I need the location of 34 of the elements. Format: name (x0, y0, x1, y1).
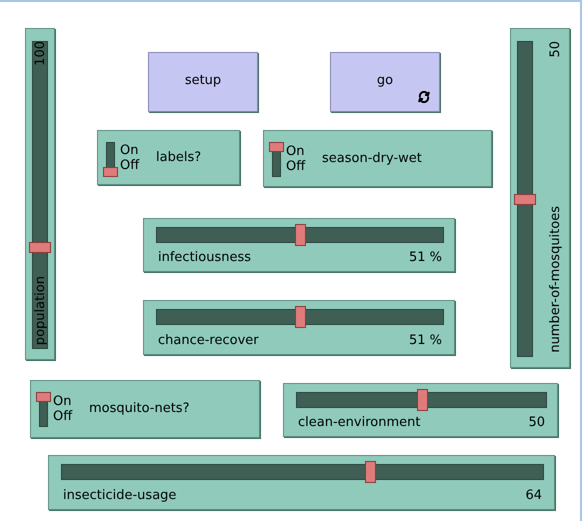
switch-on-label: On (286, 144, 304, 158)
slider (283, 383, 558, 437)
slider-value: 64 (525, 488, 542, 503)
slider-label: chance-recover (158, 333, 259, 348)
switch-on-label: On (53, 394, 72, 409)
switch-off-label: Off (120, 158, 140, 172)
slider-label: insecticide-usage (63, 488, 176, 503)
button-label: setup (184, 73, 222, 88)
slider (510, 28, 570, 368)
slider-label: clean-environment (298, 415, 420, 430)
switch-label: labels? (156, 150, 202, 164)
slider (143, 300, 455, 355)
switch (97, 130, 240, 185)
slider-value: 50 (528, 415, 545, 430)
switch (263, 130, 492, 187)
switch-off-label: Off (286, 158, 306, 174)
slider-label: population (33, 276, 48, 345)
slider-value: 50 (548, 41, 563, 58)
slider-value: 51 % (408, 333, 442, 348)
slider (25, 28, 55, 360)
switch-label: season-dry-wet (322, 150, 422, 166)
switch (30, 380, 260, 438)
slider-label: number-of-mosquitoes (548, 206, 563, 353)
button (148, 52, 258, 112)
slider (48, 455, 555, 510)
switch-label: mosquito-nets? (89, 401, 190, 416)
slider (143, 218, 455, 272)
button (330, 52, 440, 112)
switch-on-label: On (120, 142, 138, 158)
slider-value: 51 % (408, 250, 442, 265)
slider-label: infectiousness (158, 250, 252, 265)
slider-value: 100 (33, 41, 48, 66)
switch-off-label: Off (53, 409, 72, 424)
button-label: go (376, 73, 394, 88)
